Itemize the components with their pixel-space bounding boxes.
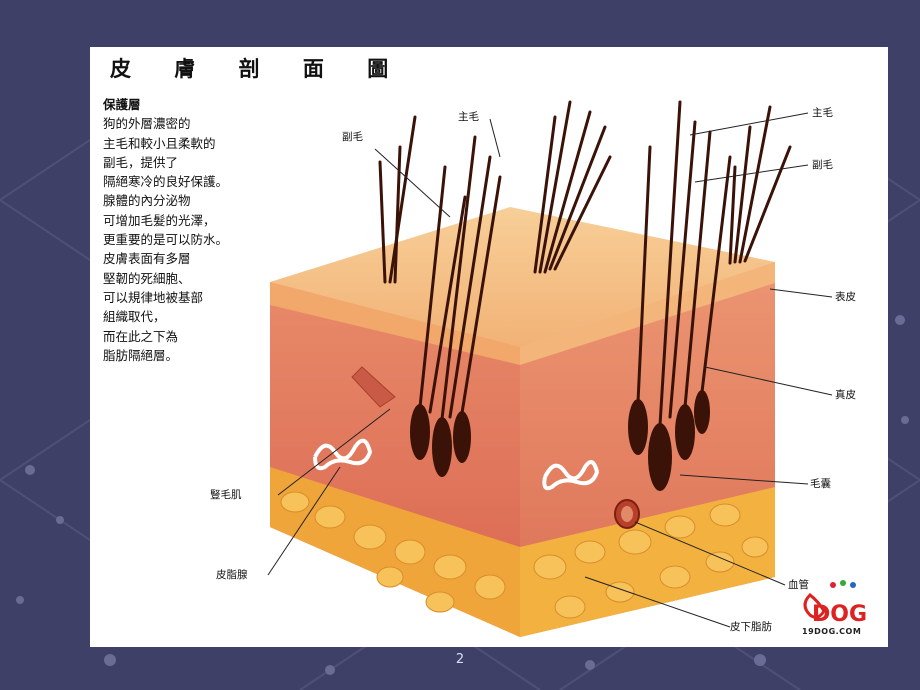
description-line: 可以規律地被基部 — [103, 289, 204, 305]
label-dermis: 真皮 — [835, 389, 856, 401]
svg-text:DOG: DOG — [812, 602, 867, 627]
label-secondary-hair: 副毛 — [812, 159, 833, 171]
slide-content: 皮 膚 剖 面 圖 保護層 狗的外層濃密的 主毛和較小且柔軟的 副毛，提供了 隔… — [90, 47, 888, 647]
description-line: 更重要的是可以防水。 — [103, 232, 229, 248]
label-arrector-muscle: 豎毛肌 — [210, 489, 242, 501]
description-line: 可增加毛髮的光澤， — [103, 212, 216, 228]
label-secondary-hair: 副毛 — [342, 131, 363, 143]
description-text: 保護層 狗的外層濃密的 主毛和較小且柔軟的 副毛，提供了 隔絕寒冷的良好保護。 … — [103, 95, 273, 365]
description-line: 腺體的內分泌物 — [103, 193, 191, 209]
description-line: 組織取代， — [103, 309, 166, 325]
slide-title: 皮 膚 剖 面 圖 — [110, 56, 407, 81]
description-line: 隔絕寒冷的良好保護。 — [103, 174, 229, 190]
description-line: 副毛，提供了 — [103, 154, 179, 170]
19dog-logo: DOG — [803, 580, 867, 627]
label-blood-vessel: 血管 — [788, 579, 809, 591]
label-sebaceous-gland: 皮脂腺 — [216, 569, 248, 581]
skin-cross-section-illustration — [267, 100, 833, 637]
description-heading: 保護層 — [103, 97, 141, 112]
label-primary-hair: 主毛 — [812, 107, 833, 119]
description-line: 主毛和較小且柔軟的 — [103, 135, 216, 151]
label-epidermis: 表皮 — [835, 291, 856, 303]
label-subcutaneous-fat: 皮下脂肪 — [730, 621, 772, 633]
description-line: 而在此之下為 — [103, 328, 179, 344]
logo-url: 19DOG.COM — [802, 627, 862, 636]
description-line: 脂肪隔絕層。 — [103, 347, 179, 363]
label-hair-follicle: 毛囊 — [810, 478, 831, 490]
description-line: 狗的外層濃密的 — [103, 116, 191, 132]
description-line: 堅韌的死細胞、 — [103, 270, 191, 286]
description-line: 皮膚表面有多層 — [103, 251, 191, 267]
label-primary-hair: 主毛 — [458, 111, 479, 123]
page-number: 2 — [455, 652, 465, 667]
